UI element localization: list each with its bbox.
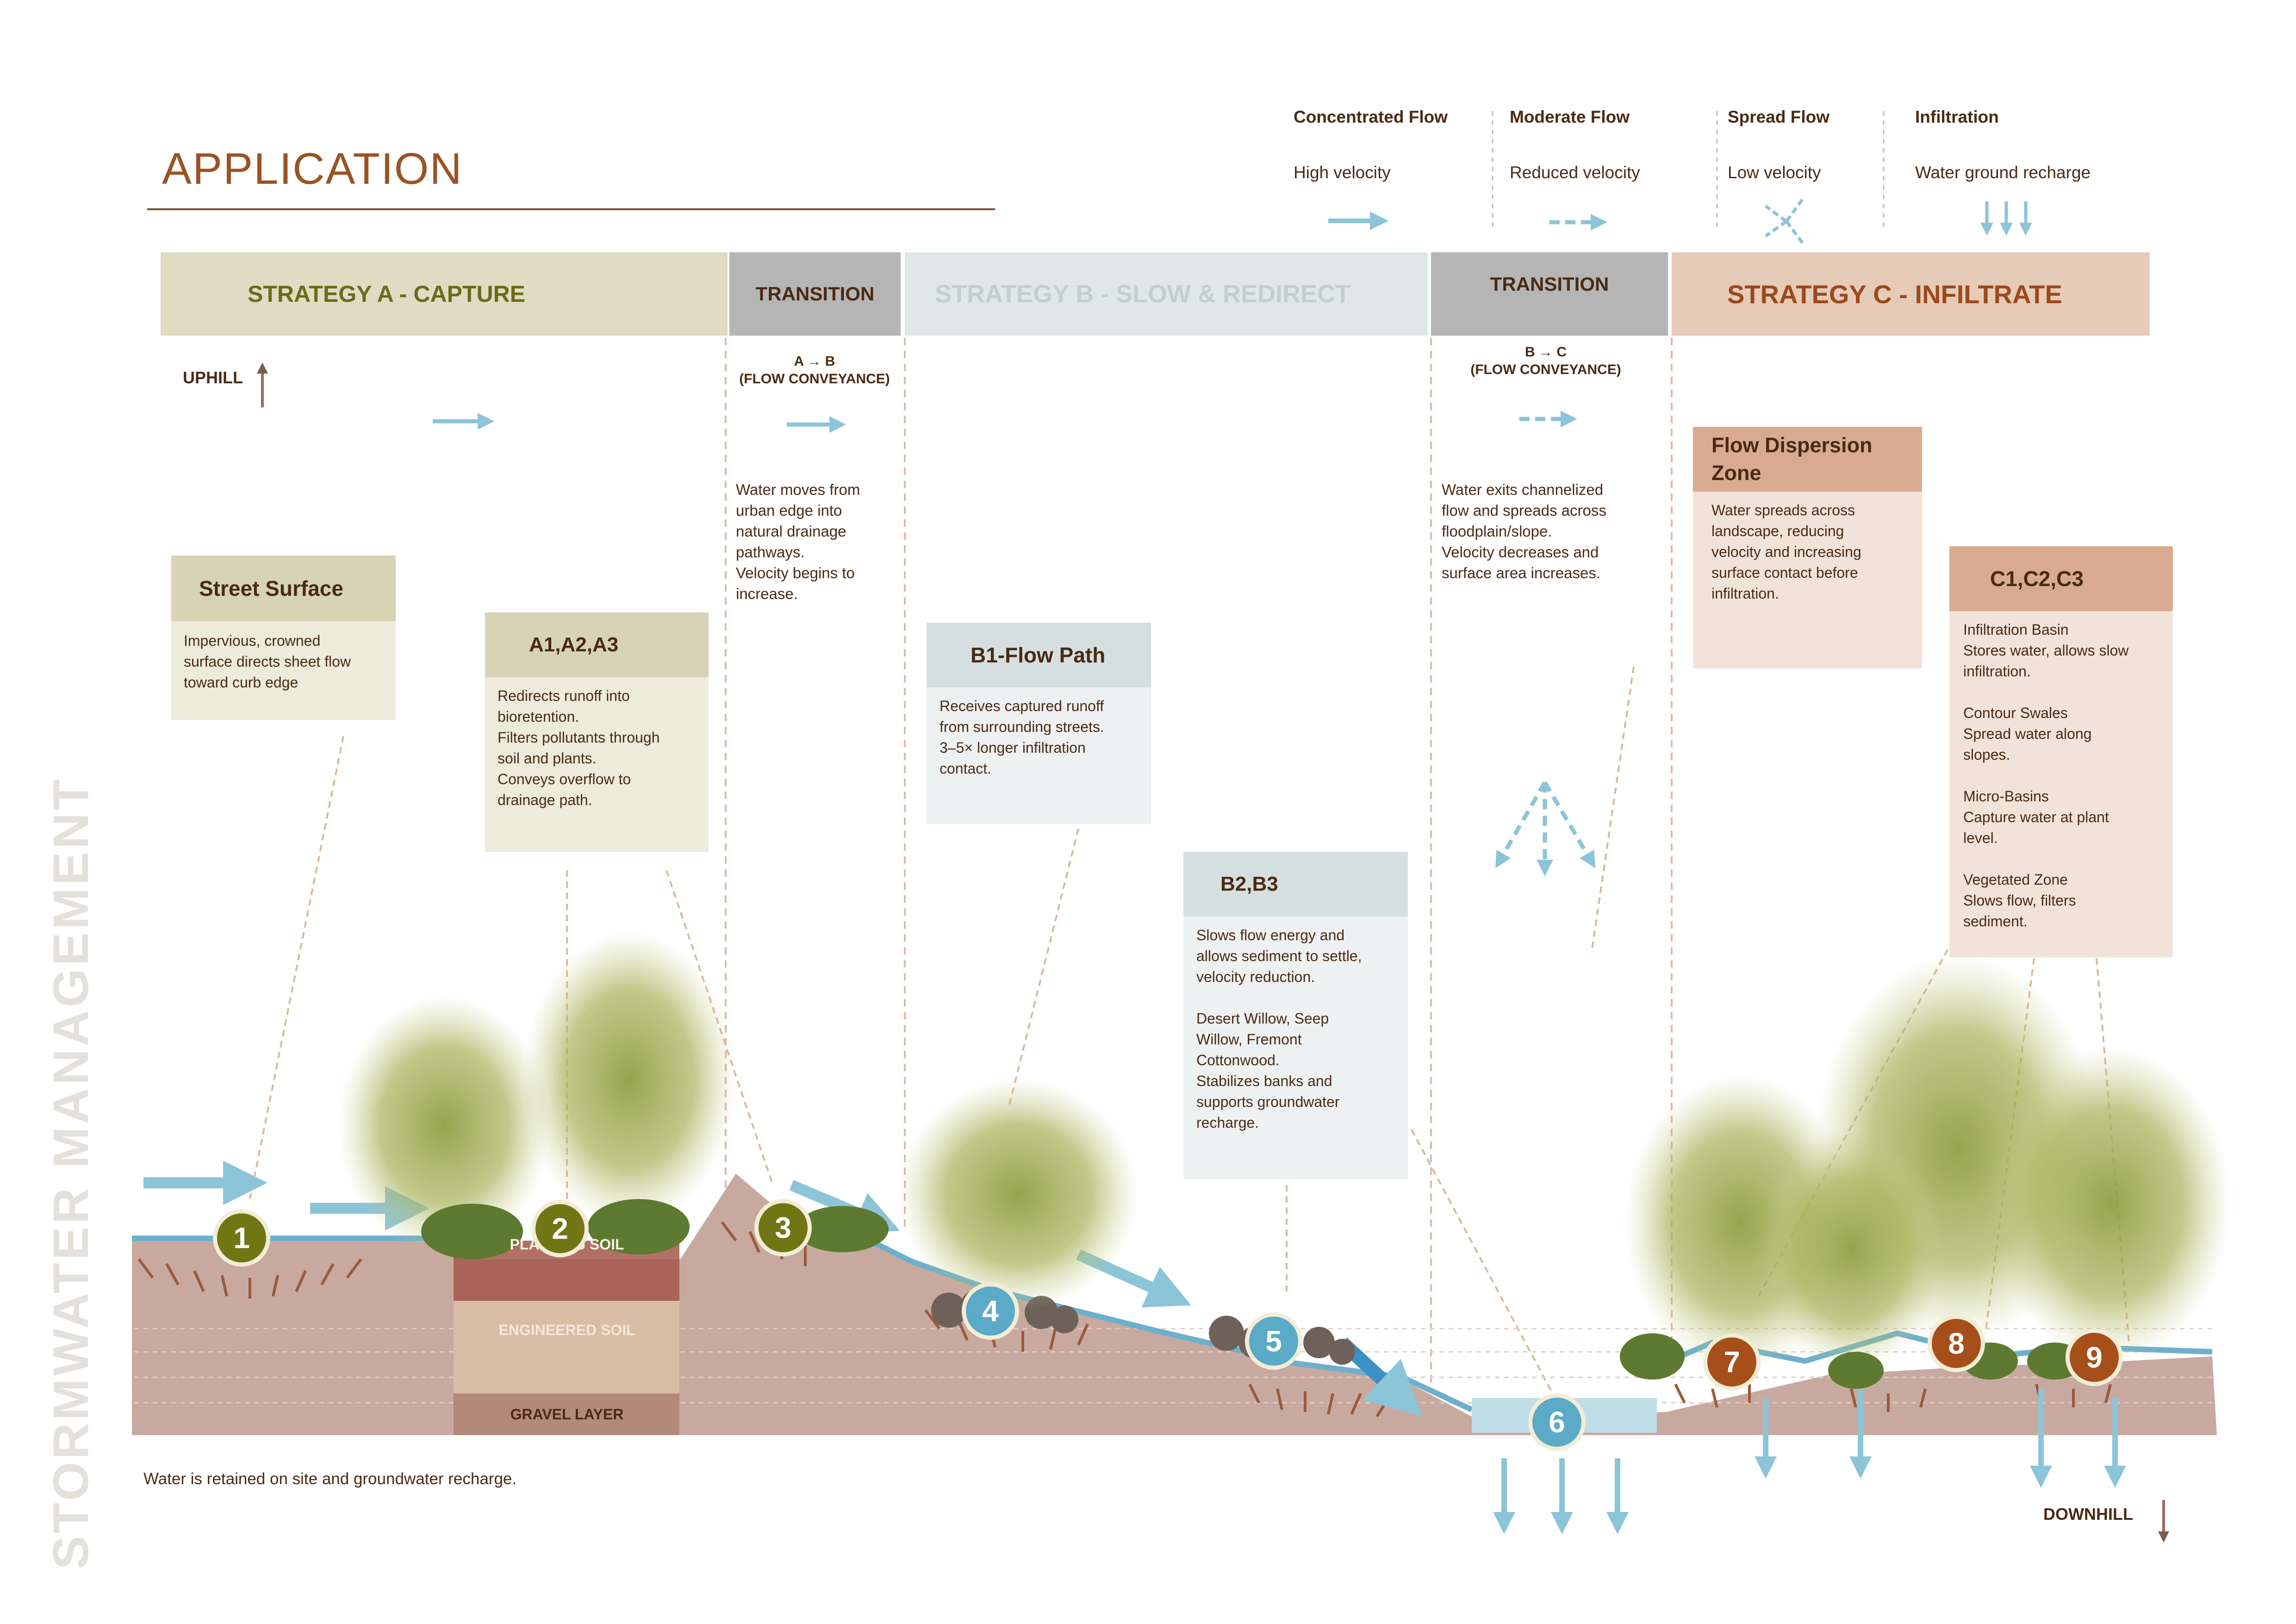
- infiltration-arrows-icon: [1980, 201, 2032, 236]
- strategy-c-band: STRATEGY C - INFILTRATE: [1672, 252, 2150, 336]
- marker-3: 3: [754, 1199, 812, 1256]
- card-b1: B1-Flow Path Receives captured runoff fr…: [927, 623, 1151, 824]
- page-title: APPLICATION: [162, 144, 463, 194]
- card-flow-dispersion: Flow Dispersion Zone Water spreads acros…: [1693, 427, 1922, 668]
- strategy-a-label: STRATEGY A - CAPTURE: [248, 281, 526, 307]
- card-a-title: A1,A2,A3: [485, 612, 709, 677]
- marker-9: 9: [2066, 1329, 2123, 1386]
- transition-ab-text: Water moves from urban edge into natural…: [736, 481, 860, 602]
- transition-1-label: TRANSITION: [755, 283, 875, 305]
- transition-1-band: TRANSITION: [729, 252, 901, 336]
- marker-5: 5: [1245, 1312, 1302, 1370]
- card-a: A1,A2,A3 Redirects runoff into bioretent…: [485, 612, 709, 852]
- card-b23-title: B2,B3: [1183, 852, 1408, 917]
- card-b1-body: Receives captured runoff from surroundin…: [940, 698, 1104, 777]
- transition-bc-label: B → C (FLOW CONVEYANCE): [1470, 344, 1621, 377]
- transition-bc-text: Water exits channelized flow and spreads…: [1442, 481, 1606, 581]
- legend-heading-concentrated: Concentrated Flow: [1294, 107, 1448, 126]
- marker-6: 6: [1528, 1393, 1586, 1451]
- engineered-soil-layer: [454, 1301, 679, 1393]
- marker-7: 7: [1703, 1333, 1761, 1391]
- legend-heading-spread: Spread Flow: [1728, 107, 1829, 126]
- card-c-title: C1,C2,C3: [1949, 546, 2173, 611]
- downhill-label: DOWNHILL: [2043, 1505, 2133, 1524]
- soil-label-gravel: GRAVEL LAYER: [510, 1406, 624, 1423]
- card-dispersion-title: Flow Dispersion Zone: [1693, 427, 1922, 492]
- strategy-c-label: STRATEGY C - INFILTRATE: [1727, 279, 2062, 309]
- legend-heading-moderate: Moderate Flow: [1510, 107, 1630, 126]
- strategy-b-label: STRATEGY B - SLOW & REDIRECT: [935, 280, 1351, 308]
- legend-sub-concentrated: High velocity: [1294, 163, 1391, 182]
- marker-8: 8: [1928, 1315, 1985, 1372]
- marker-2: 2: [531, 1200, 589, 1257]
- uphill-label: UPHILL: [183, 368, 243, 387]
- legend-heading-infiltration: Infiltration: [1915, 107, 1999, 126]
- legend-sub-moderate: Reduced velocity: [1510, 163, 1640, 182]
- gravel-layer: [454, 1393, 679, 1435]
- legend-sub-spread: Low velocity: [1728, 163, 1821, 182]
- side-title: STORMWATER MANAGEMENT: [43, 777, 99, 1569]
- card-c: C1,C2,C3 Infiltration Basin Stores water…: [1949, 546, 2173, 957]
- strategy-a-band: STRATEGY A - CAPTURE: [161, 252, 728, 336]
- transition-2-band: TRANSITION: [1431, 252, 1668, 336]
- soil-label-engineered: ENGINEERED SOIL: [498, 1322, 635, 1338]
- card-b23-body: Slows flow energy and allows sediment to…: [1196, 927, 1362, 1131]
- card-street-title: Street Surface: [171, 556, 396, 621]
- card-dispersion-body: Water spreads across landscape, reducing…: [1711, 502, 1861, 602]
- legend-sub-infiltration: Water ground recharge: [1915, 163, 2091, 182]
- footnote: Water is retained on site and groundwate…: [143, 1470, 517, 1488]
- card-c-body: Infiltration Basin Stores water, allows …: [1963, 621, 2129, 930]
- card-street-surface: Street Surface Impervious, crowned surfa…: [171, 556, 396, 720]
- trees: [338, 931, 2231, 1370]
- card-a-body: Redirects runoff into bioretention. Filt…: [498, 687, 660, 808]
- card-b2-b3: B2,B3 Slows flow energy and allows sedim…: [1183, 852, 1408, 1180]
- strategy-b-band: STRATEGY B - SLOW & REDIRECT: [905, 252, 1428, 336]
- spread-arrow-icon: [1764, 198, 1804, 244]
- transition-ab-label: A → B (FLOW CONVEYANCE): [739, 354, 890, 387]
- transition-2-label: TRANSITION: [1490, 273, 1609, 295]
- marker-1: 1: [213, 1209, 270, 1267]
- card-b1-title: B1-Flow Path: [927, 623, 1151, 687]
- card-street-body: Impervious, crowned surface directs shee…: [184, 632, 351, 691]
- marker-4: 4: [962, 1282, 1019, 1340]
